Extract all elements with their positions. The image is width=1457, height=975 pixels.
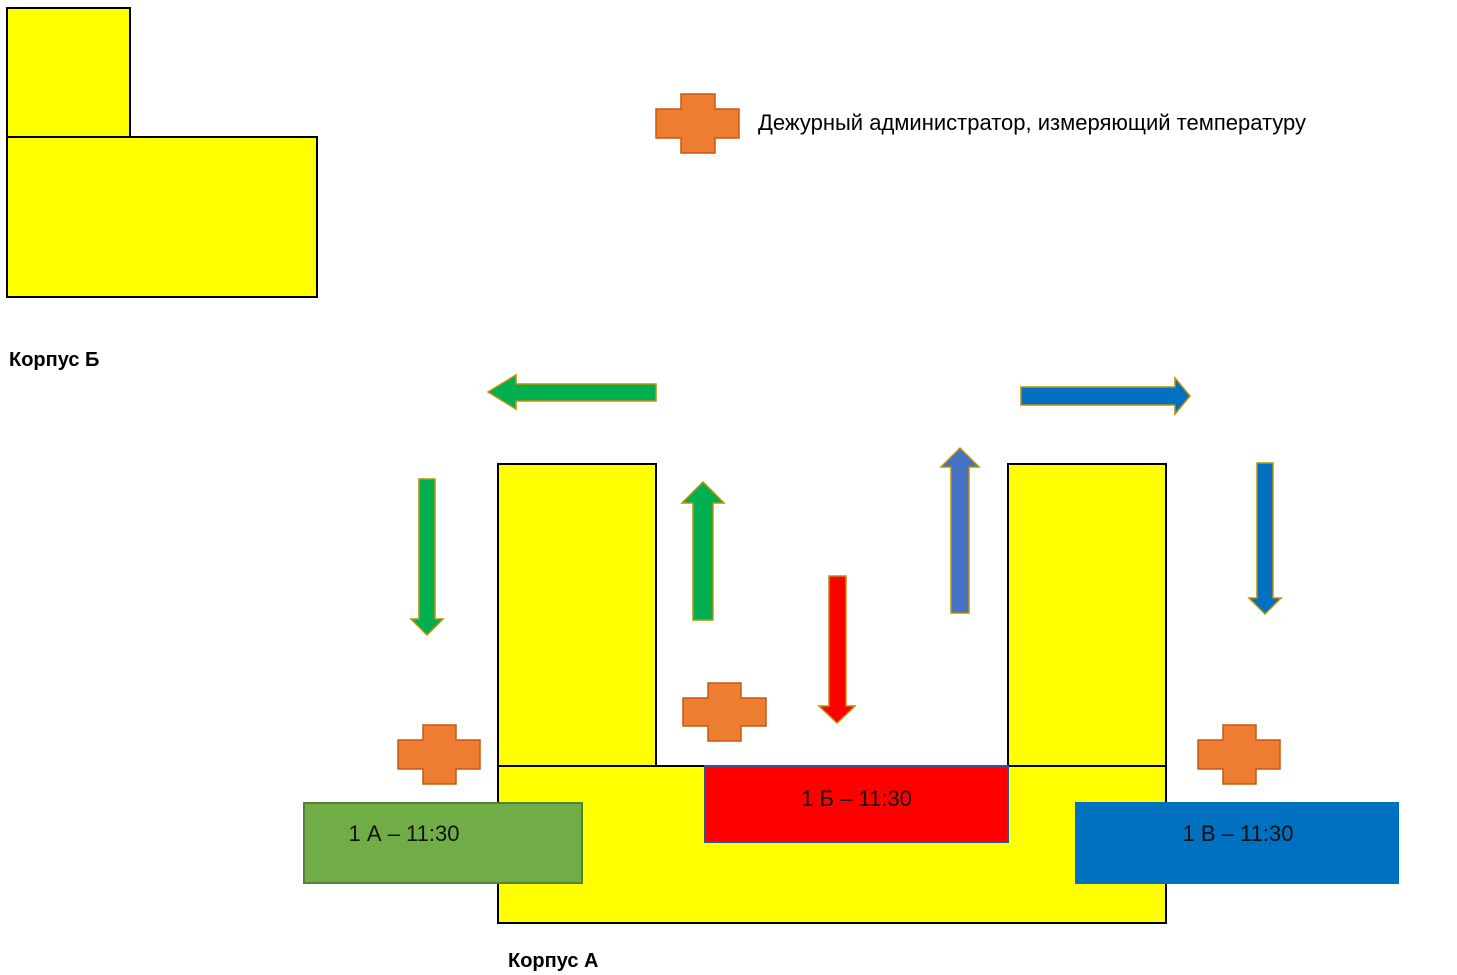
- building-a: [497, 463, 1167, 924]
- group-box-1a: [303, 802, 583, 884]
- group-label-1a: 1 А – 11:30: [348, 821, 460, 846]
- admin-shape-1a: [397, 724, 481, 785]
- group-box-1v: [1075, 802, 1399, 884]
- group-label-1b: 1 Б – 11:30: [801, 786, 912, 811]
- arrow-green-left: [486, 373, 657, 411]
- legend-text: Дежурный администратор, измеряющий темпе…: [758, 110, 1307, 135]
- admin-shape-legend: [655, 93, 740, 154]
- admin-shape-1b: [682, 682, 767, 742]
- group-box-1b: [704, 765, 1009, 843]
- arrow-steel-up: [939, 446, 981, 614]
- arrow-green-down: [409, 478, 445, 637]
- arrow-green-up: [680, 480, 726, 621]
- arrow-blue-down: [1247, 462, 1283, 616]
- group-label-1v: 1 В – 11:30: [1182, 821, 1294, 846]
- building-b: [6, 7, 318, 298]
- building-b-label: Корпус Б: [9, 349, 100, 371]
- arrow-red-down: [817, 575, 857, 725]
- building-a-label: Корпус А: [508, 950, 599, 972]
- admin-shape-1v: [1197, 724, 1281, 785]
- arrow-blue-right: [1020, 375, 1191, 417]
